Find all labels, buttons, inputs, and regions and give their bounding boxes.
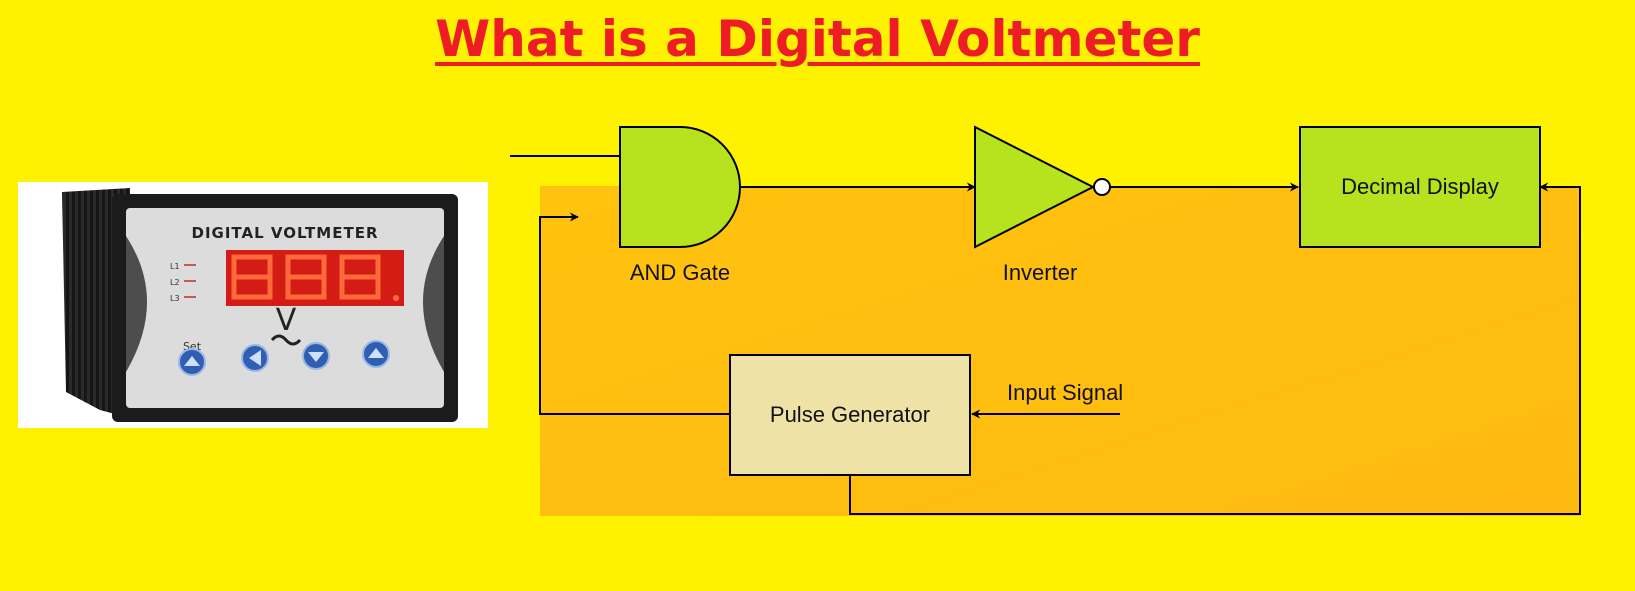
- and-gate-label: AND Gate: [630, 260, 730, 285]
- pulse-generator-label: Pulse Generator: [770, 402, 930, 427]
- indicator-label-l3: L3: [170, 294, 180, 303]
- left-button[interactable]: [241, 344, 269, 372]
- set-up-button[interactable]: [178, 348, 206, 376]
- voltmeter-device: DIGITAL VOLTMETER L1 L2 L3 V Set: [18, 182, 488, 428]
- unit-symbol: V: [276, 303, 297, 338]
- indicator-led-l1: [184, 264, 196, 266]
- led-decimal-point: [393, 295, 399, 301]
- ac-tilde-icon: [270, 334, 302, 346]
- input-signal-label: Input Signal: [1007, 380, 1123, 405]
- pulse-to-and-wire: [539, 212, 730, 415]
- indicator-led-l2: [184, 280, 196, 282]
- inverter-label: Inverter: [1003, 260, 1078, 285]
- pulse-generator-block: [729, 354, 971, 476]
- meter-label: DIGITAL VOLTMETER: [192, 224, 379, 242]
- up-button[interactable]: [362, 340, 390, 368]
- indicator-label-l1: L1: [170, 262, 180, 271]
- and-gate-symbol: [619, 126, 741, 248]
- indicator-label-l2: L2: [170, 278, 180, 287]
- face-wedge-left: [126, 236, 147, 372]
- inverter-bubble: [1093, 178, 1111, 196]
- face-wedge-right: [423, 236, 444, 372]
- arrow-up-icon: [368, 348, 384, 358]
- led-digits: [231, 254, 381, 300]
- indicator-led-l3: [184, 296, 196, 298]
- inverter-symbol: [974, 125, 1096, 249]
- arrow-left-icon: [249, 350, 261, 366]
- down-button[interactable]: [302, 342, 330, 370]
- page-title: What is a Digital Voltmeter: [435, 10, 1200, 68]
- block-diagram: AND Gate Inverter Decimal Display Pulse …: [510, 125, 1581, 516]
- arrow-up-icon: [184, 356, 200, 366]
- arrow-down-icon: [308, 352, 324, 362]
- decimal-display-label: Decimal Display: [1341, 174, 1499, 199]
- pulse-to-display-wire: [849, 182, 1581, 515]
- decimal-display-block: [1299, 126, 1541, 248]
